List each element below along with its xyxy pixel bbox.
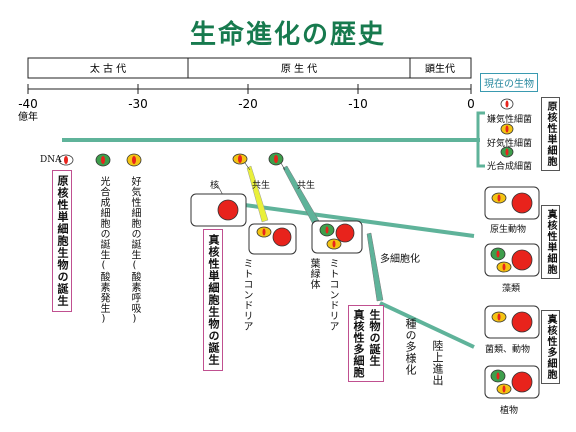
chloroplast-core — [496, 250, 500, 258]
eukaryotic-unicellular-group-label: 真核性単細胞 — [541, 205, 560, 279]
chloro-free-core — [274, 155, 278, 163]
symbiosis-arrow-mito — [246, 165, 269, 223]
protozoa-label: 原生動物 — [490, 225, 527, 235]
symbiosis-label-2: 共生 — [297, 181, 316, 191]
anaerobe-core — [505, 100, 509, 108]
aerobic-core — [132, 156, 136, 164]
era-proterozoic: 原 生 代 — [281, 62, 317, 75]
prokaryote-bracket — [476, 111, 485, 168]
mitochondrion-core — [502, 263, 506, 271]
nucleus — [335, 223, 355, 243]
eukaryote-cells — [190, 193, 363, 255]
prokaryote-group-label: 原核性単細胞 — [541, 97, 560, 171]
eukaryote-birth-label: 真核性単細胞生物の誕生 — [203, 229, 223, 371]
chloroplast-core — [325, 226, 329, 234]
nucleus — [511, 371, 533, 393]
aerobic-birth-label: 好気性細胞の誕生(酸素呼吸) — [129, 176, 140, 325]
mitochondrion-core — [497, 194, 501, 202]
multicellularity-label: 多細胞化 — [380, 254, 420, 265]
present-eukaryotes — [484, 186, 540, 399]
time-axis: -40 -30 -20 -10 0 億年 — [18, 84, 475, 123]
axis-unit: 億年 — [18, 110, 38, 123]
algae-label: 藻類 — [502, 284, 521, 294]
mitochondrion-core — [332, 240, 336, 248]
plants-label: 植物 — [500, 406, 519, 416]
eukaryotic-multicellular-label: 真核性多細胞 — [352, 309, 365, 378]
diagram-title: 生命進化の歴史 — [189, 20, 386, 50]
aerobe-core — [505, 125, 509, 133]
mitochondria-label-1: ミトコンドリア — [241, 258, 252, 332]
present-prokaryotes — [500, 98, 514, 158]
nucleus — [511, 249, 533, 271]
era-phanerozoic: 顕生代 — [425, 62, 455, 75]
photosynthetic-core — [101, 156, 105, 164]
mito-free-core — [238, 155, 242, 163]
nucleus-label: 核 — [210, 181, 220, 191]
photosynthetic-birth-label: 光合成細胞の誕生(酸素発生) — [98, 176, 109, 325]
mitochondria-label-2: ミトコンドリア — [327, 258, 338, 332]
mitochondrion-core — [502, 385, 506, 393]
era-bar-frame — [27, 57, 472, 79]
prokaryote-birth-label: 原核性単細胞生物の誕生 — [52, 170, 72, 312]
era-bar: 太 古 代 原 生 代 顕生代 — [27, 57, 472, 79]
fungi-animals-label: 菌類、動物 — [485, 345, 531, 355]
era-archean: 太 古 代 — [90, 62, 126, 75]
chloroplast-label: 葉緑体 — [308, 258, 319, 290]
anaerobic-bacteria-label: 嫌気性細菌 — [487, 115, 533, 125]
lineage-lines — [62, 111, 485, 349]
land-colonization-label: 陸上進出 — [431, 340, 444, 386]
multicellular-birth-box: 生物の誕生 真核性多細胞 — [348, 305, 384, 382]
tick-label: -20 — [238, 97, 258, 111]
nucleus — [272, 227, 292, 247]
photosynthetic-bacteria-label: 光合成細菌 — [487, 162, 533, 172]
tick-label: -30 — [128, 97, 148, 111]
aerobic-bacteria-label: 好気性細菌 — [487, 139, 533, 149]
eukaryote-line — [229, 201, 475, 238]
nucleus — [217, 199, 239, 221]
symbiosis-label-1: 共生 — [252, 181, 271, 191]
mitochondrion-core — [262, 228, 266, 236]
nucleus — [511, 192, 533, 214]
dna-strand — [64, 156, 68, 164]
dna-label: DNA — [40, 155, 62, 165]
tick-label: 0 — [467, 97, 475, 111]
present-organisms-label: 現在の生物 — [480, 73, 538, 92]
eukaryotic-multicellular-group-label: 真核性多細胞 — [541, 310, 560, 384]
photosynthetic-bacteria-core — [505, 148, 509, 156]
multicellular-line — [379, 301, 475, 349]
symbiosis-arrow-chloro — [282, 165, 323, 231]
tick-label: -10 — [348, 97, 368, 111]
diversification-label: 種の多様化 — [404, 318, 417, 376]
chloroplast-core — [496, 372, 500, 380]
multicellular-birth-label: 生物の誕生 — [368, 309, 381, 367]
early-cells — [58, 152, 284, 167]
mitochondrion-core — [497, 313, 501, 321]
nucleus — [511, 311, 533, 333]
multicellular-arrow — [366, 232, 384, 302]
tick-label: -40 — [18, 97, 38, 111]
